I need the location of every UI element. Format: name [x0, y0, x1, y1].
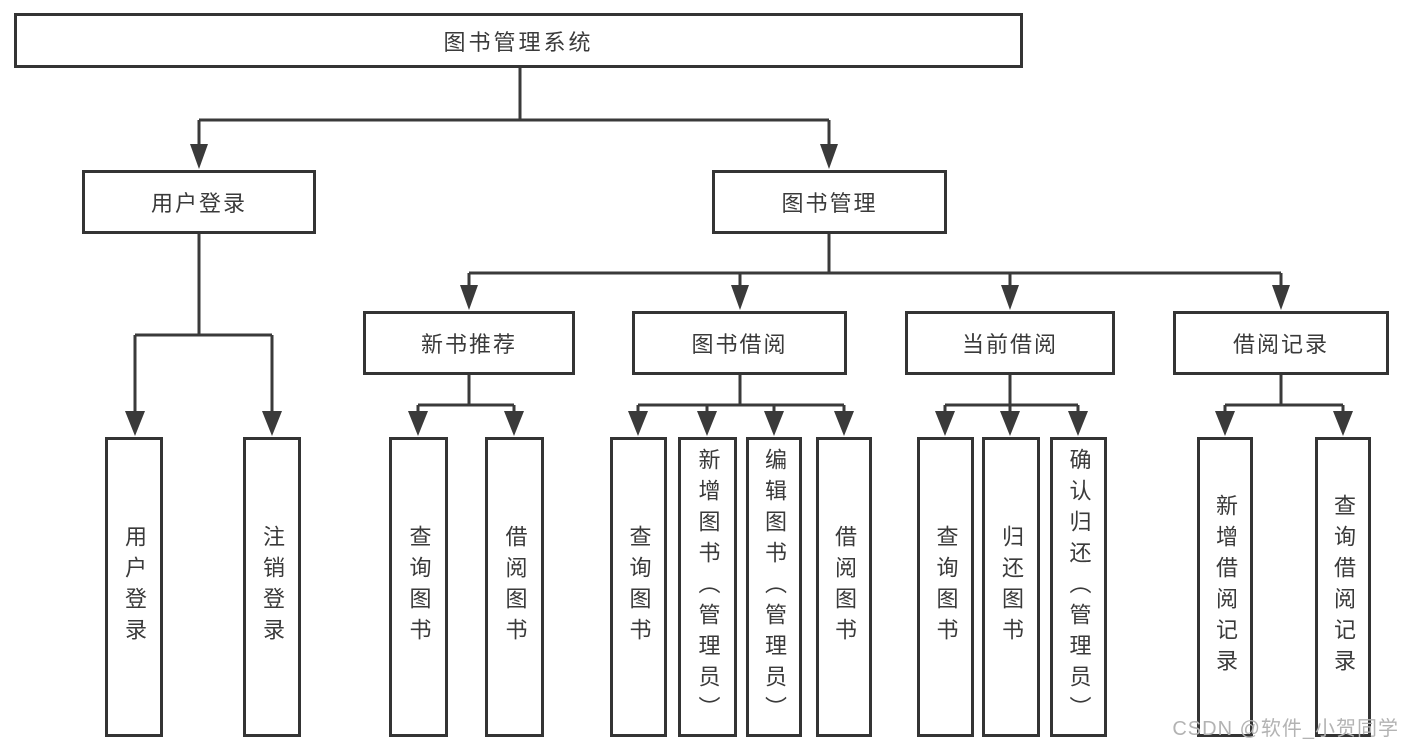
leaf-recommend-query-books: 查询图书 [389, 437, 448, 737]
node-borrow-records: 借阅记录 [1173, 311, 1389, 375]
connector-userlogin-to-leaves [133, 234, 274, 416]
node-label: 查询图书 [933, 525, 959, 649]
connector-bookmgmt-to-level2 [467, 234, 1283, 291]
leaf-recommend-borrow-books: 借阅图书 [485, 437, 544, 737]
leaf-current-query-books: 查询图书 [917, 437, 974, 737]
node-label: 确认归还（管理员） [1066, 447, 1092, 727]
connector-records-to-leaves [1223, 375, 1345, 416]
arrowhead-icon [820, 144, 838, 169]
connector-borrowing-to-leaves [636, 375, 846, 416]
leaf-current-return-books: 归还图书 [982, 437, 1040, 737]
arrowhead-icon [190, 144, 208, 169]
arrowhead-icon [697, 411, 717, 436]
leaf-records-add-record: 新增借阅记录 [1197, 437, 1253, 737]
leaf-records-query-record: 查询借阅记录 [1315, 437, 1371, 737]
leaf-logout: 注销登录 [243, 437, 301, 737]
arrowhead-icon [1272, 285, 1290, 310]
node-label: 查询图书 [406, 525, 432, 649]
node-label: 图书借阅 [691, 332, 788, 357]
connector-current-to-leaves [943, 375, 1080, 416]
node-label: 新增图书（管理员） [695, 447, 721, 727]
arrowhead-icon [764, 411, 784, 436]
node-label: 归还图书 [999, 525, 1024, 649]
node-label: 查询借阅记录 [1331, 494, 1356, 680]
leaf-borrowing-edit-books-admin: 编辑图书（管理员） [746, 437, 802, 737]
node-label: 用户登录 [150, 191, 247, 216]
arrowhead-icon [935, 411, 955, 436]
leaf-borrowing-query-books: 查询图书 [610, 437, 667, 737]
node-label: 图书管理系统 [443, 29, 594, 55]
leaf-user-login: 用户登录 [105, 437, 163, 737]
node-label: 查询图书 [626, 525, 652, 649]
leaf-borrowing-borrow-books: 借阅图书 [816, 437, 872, 737]
arrowhead-icon [1001, 285, 1019, 310]
node-label: 用户登录 [122, 525, 147, 649]
arrowheads [125, 144, 1353, 436]
node-label: 图书管理 [781, 191, 878, 216]
node-library-system: 图书管理系统 [14, 13, 1023, 68]
node-label: 借阅记录 [1232, 332, 1329, 357]
leaf-current-confirm-return-admin: 确认归还（管理员） [1050, 437, 1107, 737]
connector-lines [133, 68, 1345, 416]
arrowhead-icon [125, 411, 145, 436]
arrowhead-icon [834, 411, 854, 436]
node-label: 新增借阅记录 [1213, 494, 1238, 680]
arrowhead-icon [1215, 411, 1235, 436]
arrowhead-icon [408, 411, 428, 436]
watermark: CSDN @软件_小贺同学 [1172, 718, 1399, 740]
arrowhead-icon [731, 285, 749, 310]
node-label: 注销登录 [260, 525, 285, 649]
arrowhead-icon [262, 411, 282, 436]
node-label: 借阅图书 [502, 525, 528, 649]
node-user-login-group: 用户登录 [82, 170, 316, 234]
leaf-borrowing-add-books-admin: 新增图书（管理员） [678, 437, 737, 737]
arrowhead-icon [1068, 411, 1088, 436]
node-label: 当前借阅 [961, 332, 1058, 357]
connector-root-to-level1 [197, 68, 831, 150]
arrowhead-icon [1333, 411, 1353, 436]
arrowhead-icon [1000, 411, 1020, 436]
node-current-borrowing: 当前借阅 [905, 311, 1115, 375]
arrowhead-icon [460, 285, 478, 310]
node-book-management: 图书管理 [712, 170, 947, 234]
arrowhead-icon [628, 411, 648, 436]
arrowhead-icon [504, 411, 524, 436]
node-label: 新书推荐 [420, 332, 517, 357]
node-label: 借阅图书 [832, 525, 857, 649]
connector-recommend-to-leaves [416, 375, 516, 416]
node-label: 编辑图书（管理员） [762, 447, 787, 727]
node-book-borrowing: 图书借阅 [632, 311, 847, 375]
node-new-book-recommend: 新书推荐 [363, 311, 575, 375]
